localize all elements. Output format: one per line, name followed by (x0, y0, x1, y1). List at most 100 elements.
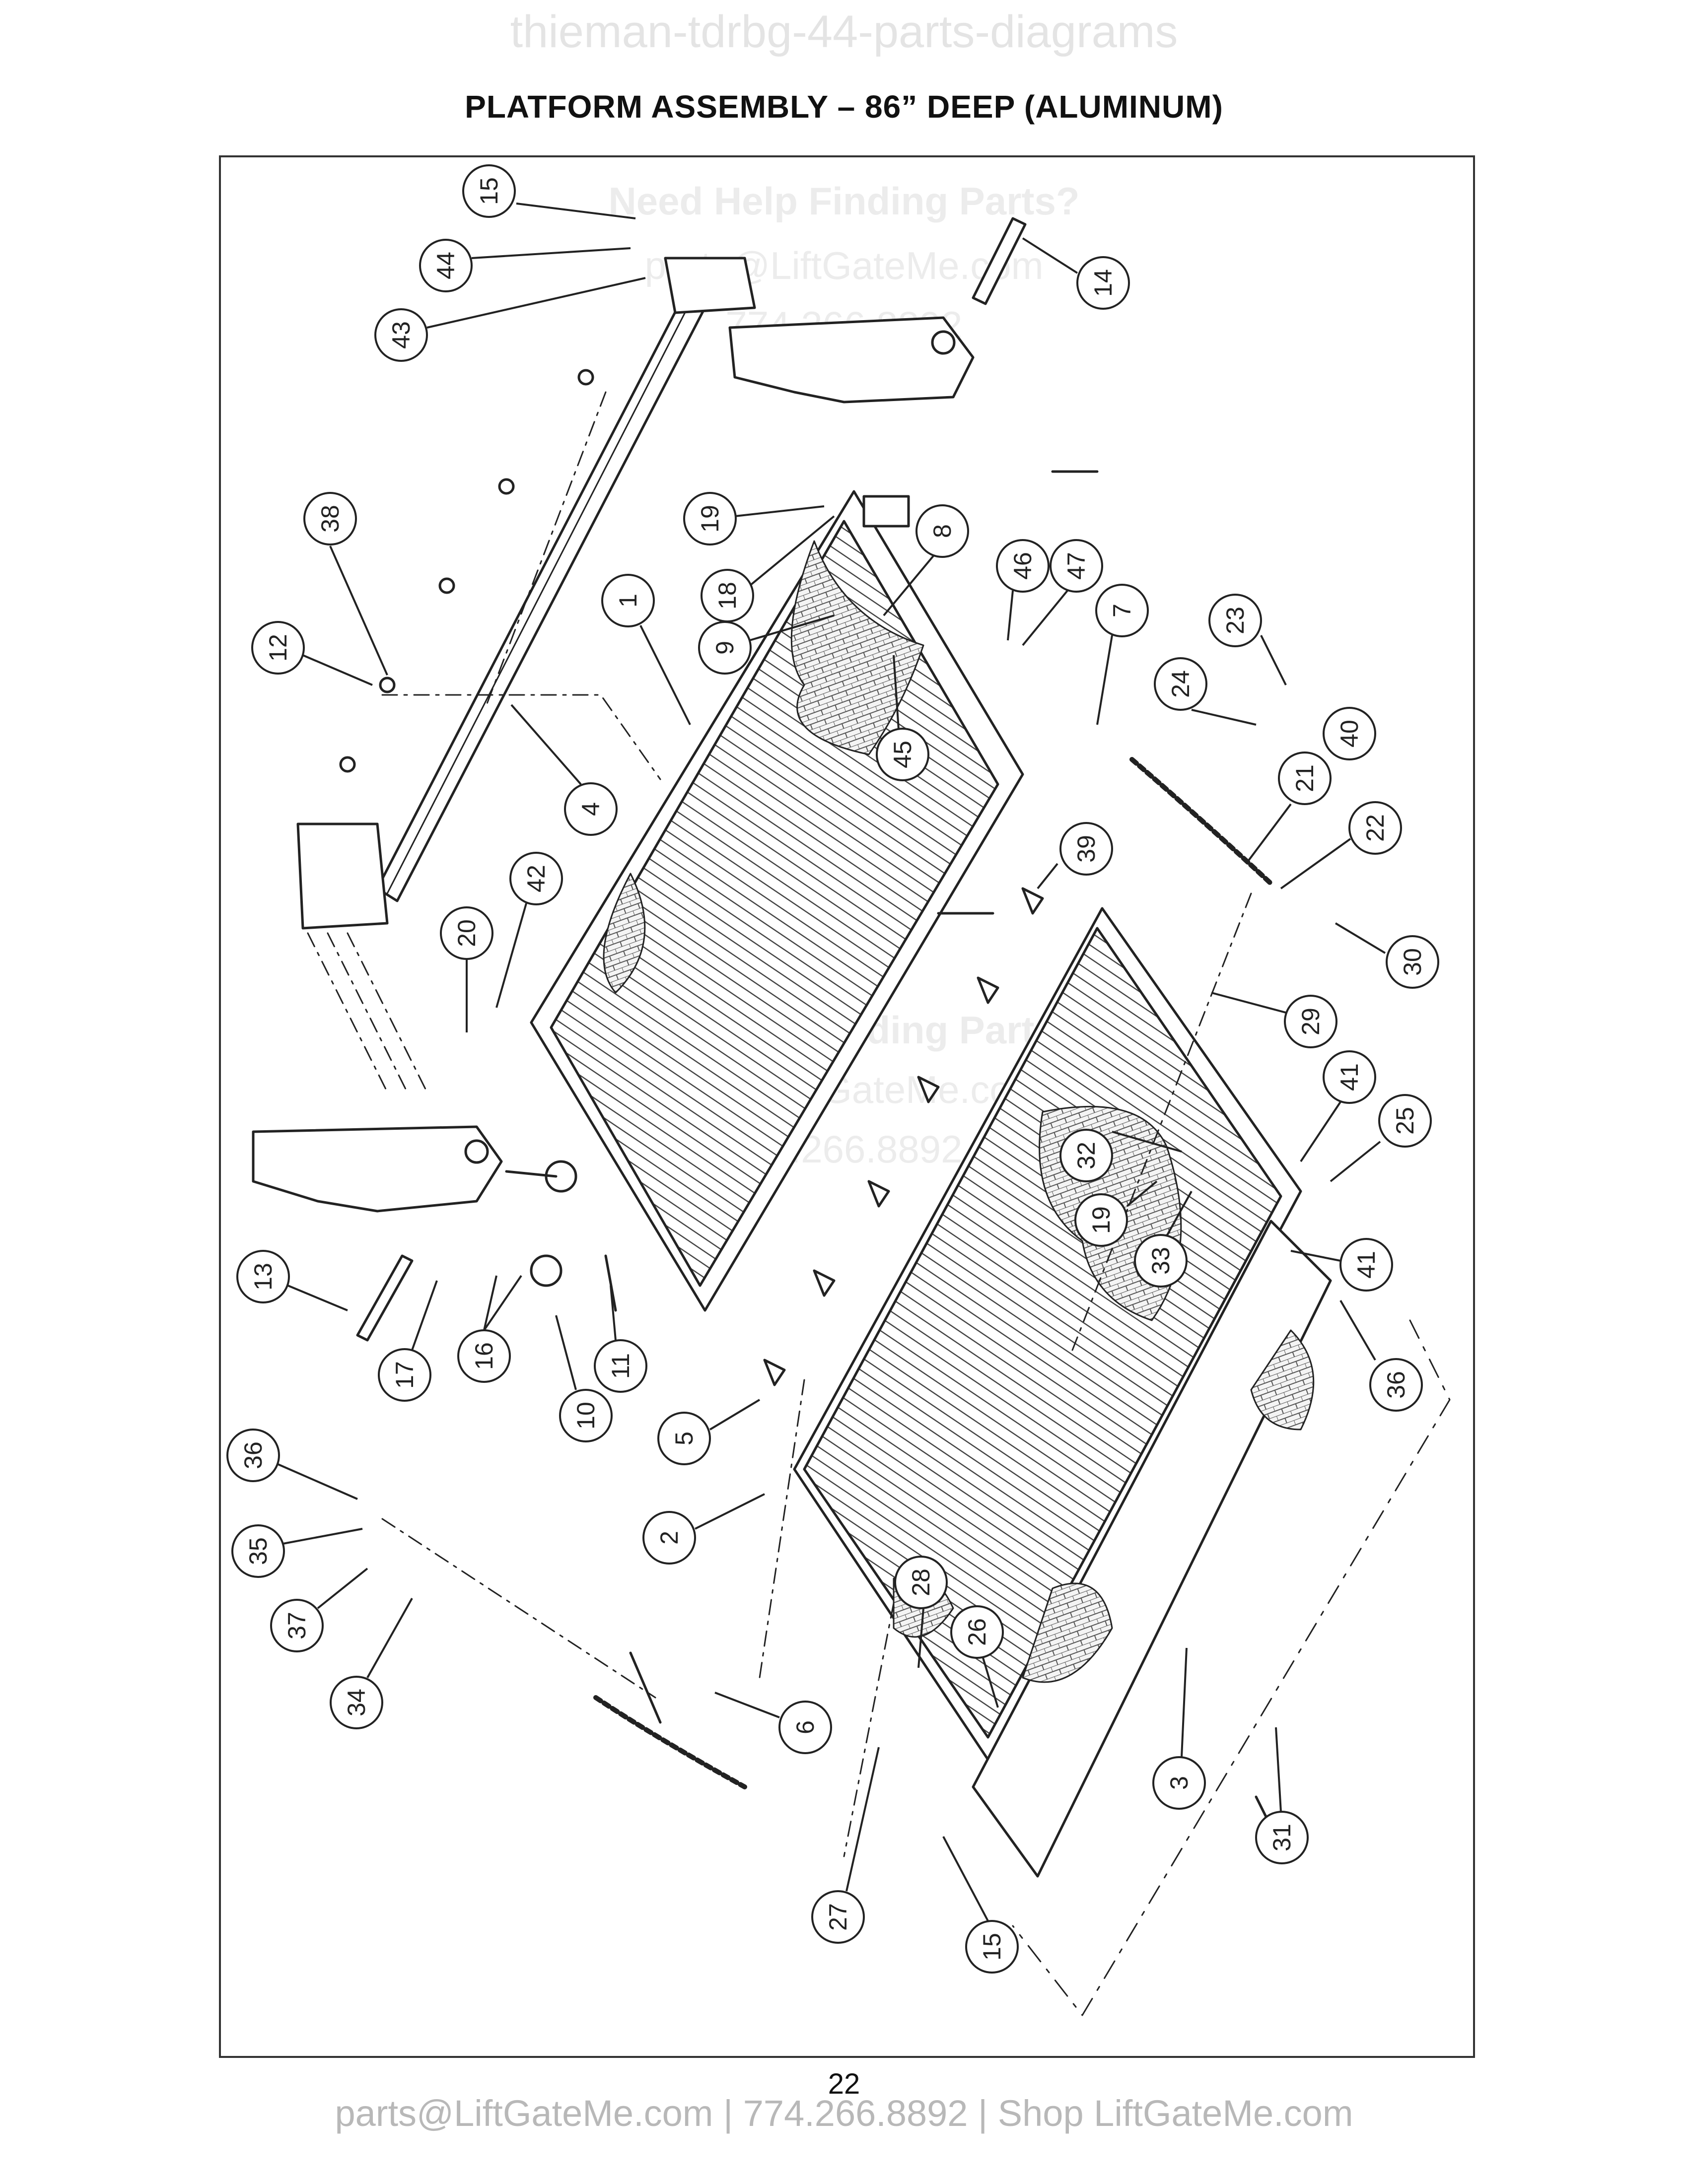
callout-41-top: 41 (1300, 1050, 1376, 1162)
callout-19-mid: 19 (1074, 1180, 1158, 1247)
callout-16: 16 (457, 1275, 522, 1383)
pin-14 (972, 217, 1027, 305)
svg-text:2: 2 (655, 1531, 683, 1545)
callout-34: 34 (330, 1598, 413, 1729)
plate-3 (972, 1220, 1332, 1878)
svg-text:28: 28 (907, 1569, 935, 1596)
callout-24: 24 (1154, 657, 1257, 726)
callout-39: 39 (1037, 822, 1113, 889)
callout-38: 38 (303, 492, 388, 676)
callout-28: 28 (894, 1556, 948, 1668)
svg-text:16: 16 (470, 1342, 498, 1370)
upper-rail (376, 291, 709, 902)
svg-text:26: 26 (963, 1618, 991, 1646)
callout-31: 31 (1255, 1727, 1309, 1864)
callout-15-top: 15 (462, 164, 636, 219)
svg-text:39: 39 (1072, 835, 1100, 863)
callout-41-mid: 41 (1290, 1238, 1393, 1292)
chain-lower (593, 1695, 747, 1789)
svg-text:4: 4 (577, 802, 605, 816)
svg-text:22: 22 (1361, 814, 1389, 842)
callout-20: 20 (440, 906, 493, 1032)
callout-14: 14 (1022, 237, 1130, 310)
svg-text:3: 3 (1165, 1776, 1193, 1790)
callout-29: 29 (1211, 992, 1337, 1048)
callout-23: 23 (1208, 594, 1287, 685)
callout-13: 13 (236, 1250, 348, 1311)
svg-text:15: 15 (475, 177, 503, 205)
svg-text:21: 21 (1291, 764, 1319, 792)
svg-text:35: 35 (244, 1537, 272, 1565)
callout-15-bottom: 15 (942, 1836, 1019, 1974)
callout-7: 7 (1095, 584, 1149, 725)
svg-text:34: 34 (343, 1689, 370, 1716)
callout-26: 26 (950, 1605, 1004, 1708)
flipover-deck (803, 927, 1282, 1739)
lower-mount-plate (296, 822, 389, 930)
callout-5: 5 (657, 1399, 761, 1465)
svg-text:19: 19 (696, 505, 724, 533)
svg-text:38: 38 (316, 505, 344, 533)
callout-40: 40 (1323, 707, 1376, 760)
plate-outline-31 (1012, 1319, 1451, 2016)
callout-4: 4 (510, 704, 618, 836)
svg-text:24: 24 (1167, 670, 1195, 698)
svg-text:41: 41 (1352, 1251, 1380, 1279)
callout-33: 33 (1134, 1191, 1193, 1288)
callout-18: 18 (701, 515, 835, 622)
svg-text:18: 18 (713, 582, 741, 610)
callout-22: 22 (1280, 801, 1402, 889)
callout-17: 17 (378, 1280, 438, 1402)
callout-27: 27 (811, 1747, 880, 1944)
callout-19-top: 19 (683, 492, 825, 546)
svg-text:10: 10 (572, 1402, 600, 1430)
bolts (339, 369, 1277, 1838)
callout-9: 9 (698, 614, 835, 675)
svg-text:46: 46 (1009, 552, 1037, 580)
callout-42: 42 (495, 852, 563, 1008)
callout-10: 10 (555, 1315, 613, 1442)
svg-text:17: 17 (391, 1361, 419, 1389)
callout-3: 3 (1152, 1647, 1206, 1810)
svg-text:1: 1 (614, 594, 642, 608)
callout-12: 12 (251, 621, 373, 686)
svg-text:32: 32 (1072, 1142, 1100, 1169)
svg-text:23: 23 (1221, 607, 1249, 634)
svg-text:5: 5 (670, 1432, 698, 1445)
footer-contact: parts@LiftGateMe.com | 774.266.8892 | Sh… (335, 2093, 1353, 2134)
svg-text:37: 37 (283, 1612, 311, 1639)
svg-text:19: 19 (1087, 1206, 1115, 1234)
svg-text:20: 20 (453, 919, 481, 947)
svg-text:13: 13 (249, 1263, 277, 1291)
svg-text:6: 6 (791, 1720, 819, 1734)
lower-arm-bracket (252, 1125, 503, 1213)
svg-text:9: 9 (711, 641, 739, 655)
callout-25: 25 (1330, 1094, 1432, 1182)
svg-text:45: 45 (889, 741, 916, 768)
svg-text:7: 7 (1108, 604, 1136, 617)
callout-36-left: 36 (226, 1429, 358, 1500)
watermark-top: thieman-tdrbg-44-parts-diagrams (510, 6, 1178, 57)
pin-13 (356, 1254, 414, 1342)
upper-mount-plate (664, 257, 756, 314)
callout-36-right: 36 (1339, 1299, 1423, 1412)
svg-text:36: 36 (239, 1441, 267, 1469)
svg-text:33: 33 (1147, 1247, 1175, 1275)
callout-1: 1 (601, 574, 691, 725)
callout-2: 2 (642, 1493, 765, 1565)
svg-text:11: 11 (607, 1353, 634, 1379)
svg-text:27: 27 (824, 1903, 852, 1931)
svg-text:30: 30 (1399, 948, 1426, 976)
diagram-frame (219, 155, 1475, 2058)
upper-arm-bracket (728, 316, 975, 404)
callout-44: 44 (419, 239, 631, 292)
page-number: 22 (828, 2068, 860, 2100)
svg-text:42: 42 (522, 865, 550, 892)
callout-37: 37 (270, 1568, 368, 1652)
callout-32: 32 (1059, 1129, 1182, 1182)
svg-text:14: 14 (1089, 269, 1117, 297)
svg-text:15: 15 (978, 1933, 1006, 1961)
callout-35: 35 (231, 1524, 363, 1578)
watermark-help-line: Need Help Finding Parts? (608, 179, 1080, 223)
callout-30: 30 (1335, 922, 1439, 989)
